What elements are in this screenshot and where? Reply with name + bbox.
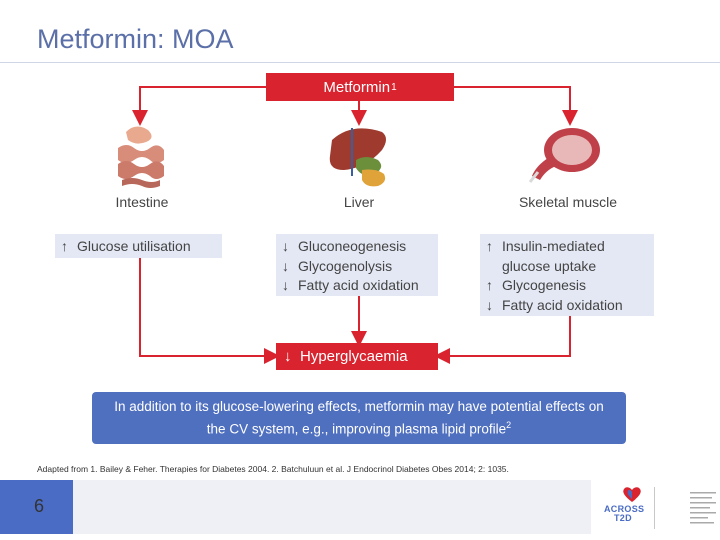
organ-label-muscle: Skeletal muscle xyxy=(518,194,618,210)
organ-label-liver: Liver xyxy=(343,194,375,210)
reference-text: Adapted from 1. Bailey & Feher. Therapie… xyxy=(37,464,509,474)
effect-item: ↑ Glycogenesis xyxy=(486,276,648,296)
title-divider xyxy=(0,62,720,63)
arrow-down-icon: ↓ xyxy=(486,296,493,313)
effect-item: ↑ Glucose utilisation xyxy=(61,237,216,257)
intestine-icon xyxy=(118,126,164,188)
arrow-down-icon: ↓ xyxy=(282,238,289,254)
arrow-up-icon: ↑ xyxy=(486,238,493,254)
slide-title: Metformin: MOA xyxy=(37,24,234,54)
effect-item: glucose uptake xyxy=(486,257,648,277)
effect-text: Glycogenesis xyxy=(502,277,587,293)
metformin-label: Metformin xyxy=(323,78,391,96)
hyperglycaemia-box: ↓ Hyperglycaemia xyxy=(276,343,438,370)
arrow-up-icon: ↑ xyxy=(61,238,68,254)
cv-effects-note: In addition to its glucose-lowering effe… xyxy=(92,392,626,444)
note-ref: 2 xyxy=(506,420,512,431)
effect-text: Insulin-mediated xyxy=(502,238,605,254)
logo-separator xyxy=(654,487,655,529)
effect-item: ↑ Insulin-mediated xyxy=(486,237,648,257)
page-number-block xyxy=(0,480,73,534)
footer-bar xyxy=(0,480,591,534)
effect-item: ↓ Glycogenolysis xyxy=(282,257,432,277)
effect-text: glucose uptake xyxy=(502,257,597,274)
effect-text: Glycogenolysis xyxy=(298,257,393,274)
effect-text: Fatty acid oxidation xyxy=(502,296,623,313)
effect-item: ↓ Gluconeogenesis xyxy=(282,237,432,257)
muscle-effects: ↑ Insulin-mediated glucose uptake ↑ Glycog… xyxy=(480,234,654,316)
arrow-down-icon: ↓ xyxy=(282,277,289,293)
effect-text: Fatty acid oxidation xyxy=(298,277,419,293)
muscle-icon xyxy=(528,128,600,183)
logo-subtext-icon xyxy=(690,488,720,530)
arrow-up-icon: ↑ xyxy=(486,277,493,293)
heart-logo-icon xyxy=(623,487,641,502)
intestine-effects: ↑ Glucose utilisation xyxy=(55,234,222,258)
hyperglycaemia-label: Hyperglycaemia xyxy=(300,348,408,365)
note-text: In addition to its glucose-lowering effe… xyxy=(114,399,604,437)
arrow-down-icon: ↓ xyxy=(284,348,292,365)
liver-icon xyxy=(329,128,386,187)
effect-text: Glucose utilisation xyxy=(77,238,191,254)
effect-text: Gluconeogenesis xyxy=(298,238,407,254)
arrow-down-icon: ↓ xyxy=(282,257,289,274)
metformin-ref: 1 xyxy=(391,81,397,93)
logo-text: ACROSS T2D xyxy=(604,504,645,523)
effect-item: ↓ Fatty acid oxidation xyxy=(282,276,432,296)
liver-effects: ↓ Gluconeogenesis ↓ Glycogenolysis ↓ Fatty … xyxy=(276,234,438,296)
effect-item: ↓ Fatty acid oxidation xyxy=(486,296,648,316)
page-number: 6 xyxy=(34,496,45,516)
organ-label-intestine: Intestine xyxy=(115,194,169,210)
